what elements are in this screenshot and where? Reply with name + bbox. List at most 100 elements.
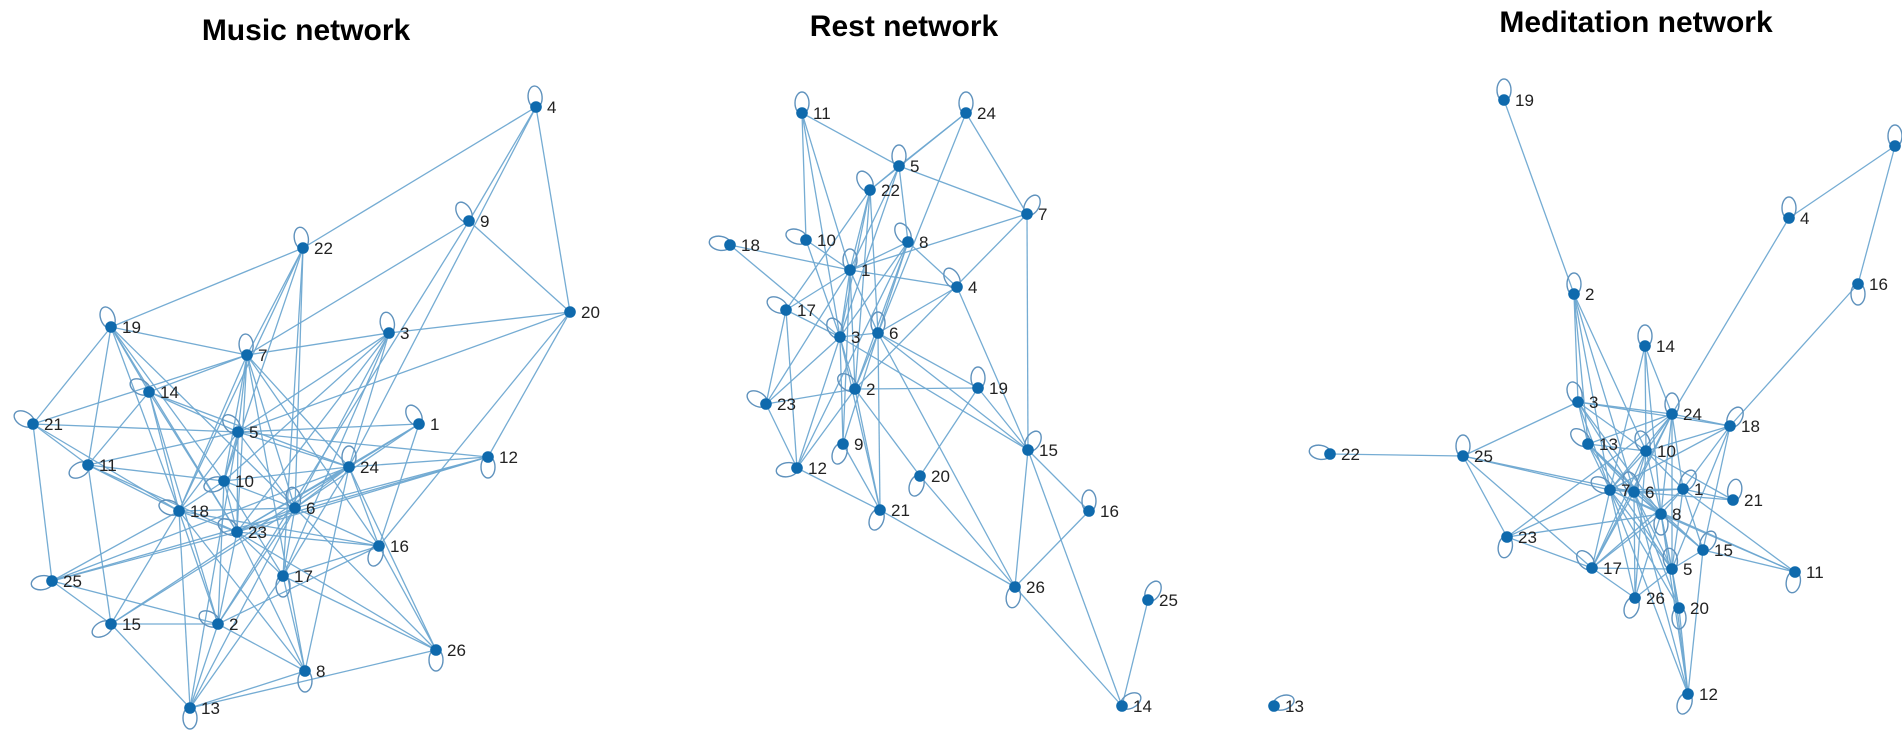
meditation-edge-3-10 [1577, 401, 1647, 452]
meditation-node-11 [1789, 566, 1801, 578]
rest-node-21 [874, 504, 886, 516]
music-edge-18-25 [51, 510, 180, 582]
rest-node-label-10: 10 [817, 231, 836, 250]
meditation-node-5 [1666, 563, 1678, 575]
music-edge-17-26 [282, 575, 437, 651]
meditation-node-12 [1682, 688, 1694, 700]
music-edge-7-16 [246, 354, 380, 547]
music-edge-10-17 [223, 480, 284, 577]
music-node-label-13: 13 [201, 699, 220, 718]
music-edge-14-11 [87, 391, 150, 466]
meditation-node-4 [1783, 212, 1795, 224]
rest-edge-3-12 [796, 336, 841, 469]
rest-edge-17-12 [785, 309, 798, 469]
meditation-edge-7-20 [1609, 489, 1680, 609]
meditation-node-label-24: 24 [1683, 405, 1702, 424]
meditation-edge-24-23 [1506, 413, 1673, 538]
rest-edge-10-3 [805, 239, 841, 338]
music-node-label-6: 6 [306, 499, 315, 518]
music-edge-22-18 [178, 247, 304, 512]
music-edge-9-7 [246, 220, 470, 356]
rest-edge-10-1 [805, 239, 851, 271]
music-edge-6-17 [282, 507, 296, 577]
music-node-label-23: 23 [248, 523, 267, 542]
music-edge-19-18 [110, 326, 180, 512]
rest-node-label-18: 18 [741, 236, 760, 255]
rest-node-label-5: 5 [910, 157, 919, 176]
meditation-edge-23-17 [1506, 536, 1593, 569]
music-edge-5-24 [237, 431, 350, 468]
rest-edge-2-12 [796, 388, 856, 469]
meditation-edge-10-7 [1609, 450, 1647, 491]
music-edge-3-7 [246, 332, 390, 356]
meditation-node-10 [1640, 445, 1652, 457]
meditation-node-22 [1324, 448, 1336, 460]
meditation-edge-13-10 [1587, 443, 1647, 452]
meditation-node-label-18: 18 [1741, 417, 1760, 436]
rest-edge-6-26 [877, 332, 1016, 588]
music-edge-26-24 [348, 466, 437, 651]
music-edge-22-10 [223, 247, 304, 482]
meditation-edge-22-25 [1329, 453, 1464, 457]
rest-node-label-7: 7 [1038, 205, 1047, 224]
meditation-edge-15-12 [1687, 549, 1704, 695]
music-node-label-25: 25 [63, 572, 82, 591]
rest-node-label-13: 13 [1285, 697, 1304, 716]
rest-edge-22-6 [869, 189, 879, 334]
rest-node-26 [1009, 581, 1021, 593]
rest-edge-24-6 [877, 112, 967, 334]
rest-edge-22-3 [839, 189, 871, 338]
meditation-edge-10-6 [1633, 450, 1647, 493]
music-edge-6-23 [236, 507, 296, 533]
music-edge-23-2 [217, 531, 238, 625]
rest-edge-18-1 [729, 244, 851, 271]
rest-node-label-4: 4 [968, 278, 977, 297]
meditation-edge-25-17 [1462, 455, 1593, 569]
meditation-edge-18-1 [1682, 425, 1731, 490]
music-node-8 [299, 665, 311, 677]
music-node-15 [105, 618, 117, 630]
music-edge-10-18 [178, 480, 225, 512]
meditation-edges [1329, 99, 1896, 695]
rest-edge-6-15 [877, 332, 1029, 451]
music-edge-26-13 [189, 649, 437, 709]
meditation-node-14 [1639, 340, 1651, 352]
music-edge-24-8 [304, 466, 350, 672]
meditation-edge-3-13 [1577, 401, 1589, 445]
music-edge-24-23 [236, 466, 350, 533]
rest-edge-1-2 [849, 269, 856, 390]
rest-node-7 [1021, 208, 1033, 220]
rest-node-label-14: 14 [1133, 697, 1152, 716]
music-edge-16-26 [378, 545, 437, 651]
meditation-node-19 [1498, 94, 1510, 106]
meditation-edge-25-6 [1462, 455, 1635, 493]
meditation-edge-19-2 [1503, 99, 1575, 295]
rest-edge-1-9 [842, 269, 851, 445]
rest-edge-17-3 [785, 309, 841, 338]
rest-edge-23-12 [765, 403, 798, 469]
rest-node-15 [1022, 444, 1034, 456]
music-edge-5-18 [178, 431, 239, 512]
meditation-node-label-2: 2 [1585, 285, 1594, 304]
meditation-edge-10-21 [1645, 450, 1734, 501]
meditation-node-24 [1666, 408, 1678, 420]
music-edge-4-9 [468, 106, 537, 222]
meditation-edge-1-5 [1671, 488, 1684, 570]
rest-edge-7-1 [849, 213, 1028, 271]
music-node-label-21: 21 [44, 415, 63, 434]
music-edge-6-26 [294, 507, 437, 651]
rest-edge-20-26 [919, 475, 1016, 588]
meditation-node-label-12: 12 [1699, 685, 1718, 704]
music-edge-1-16 [378, 423, 420, 547]
music-node-label-4: 4 [547, 98, 556, 117]
rest-edge-5-8 [898, 165, 909, 243]
meditation-edge-6-26 [1633, 491, 1636, 599]
rest-edge-15-26 [1014, 449, 1029, 588]
meditation-edge-6-1 [1633, 488, 1684, 493]
meditation-edge-18-7 [1609, 425, 1731, 491]
meditation-node-label-7: 7 [1621, 481, 1630, 500]
music-edge-19-6 [110, 326, 296, 509]
music-edge-7-5 [237, 354, 248, 433]
